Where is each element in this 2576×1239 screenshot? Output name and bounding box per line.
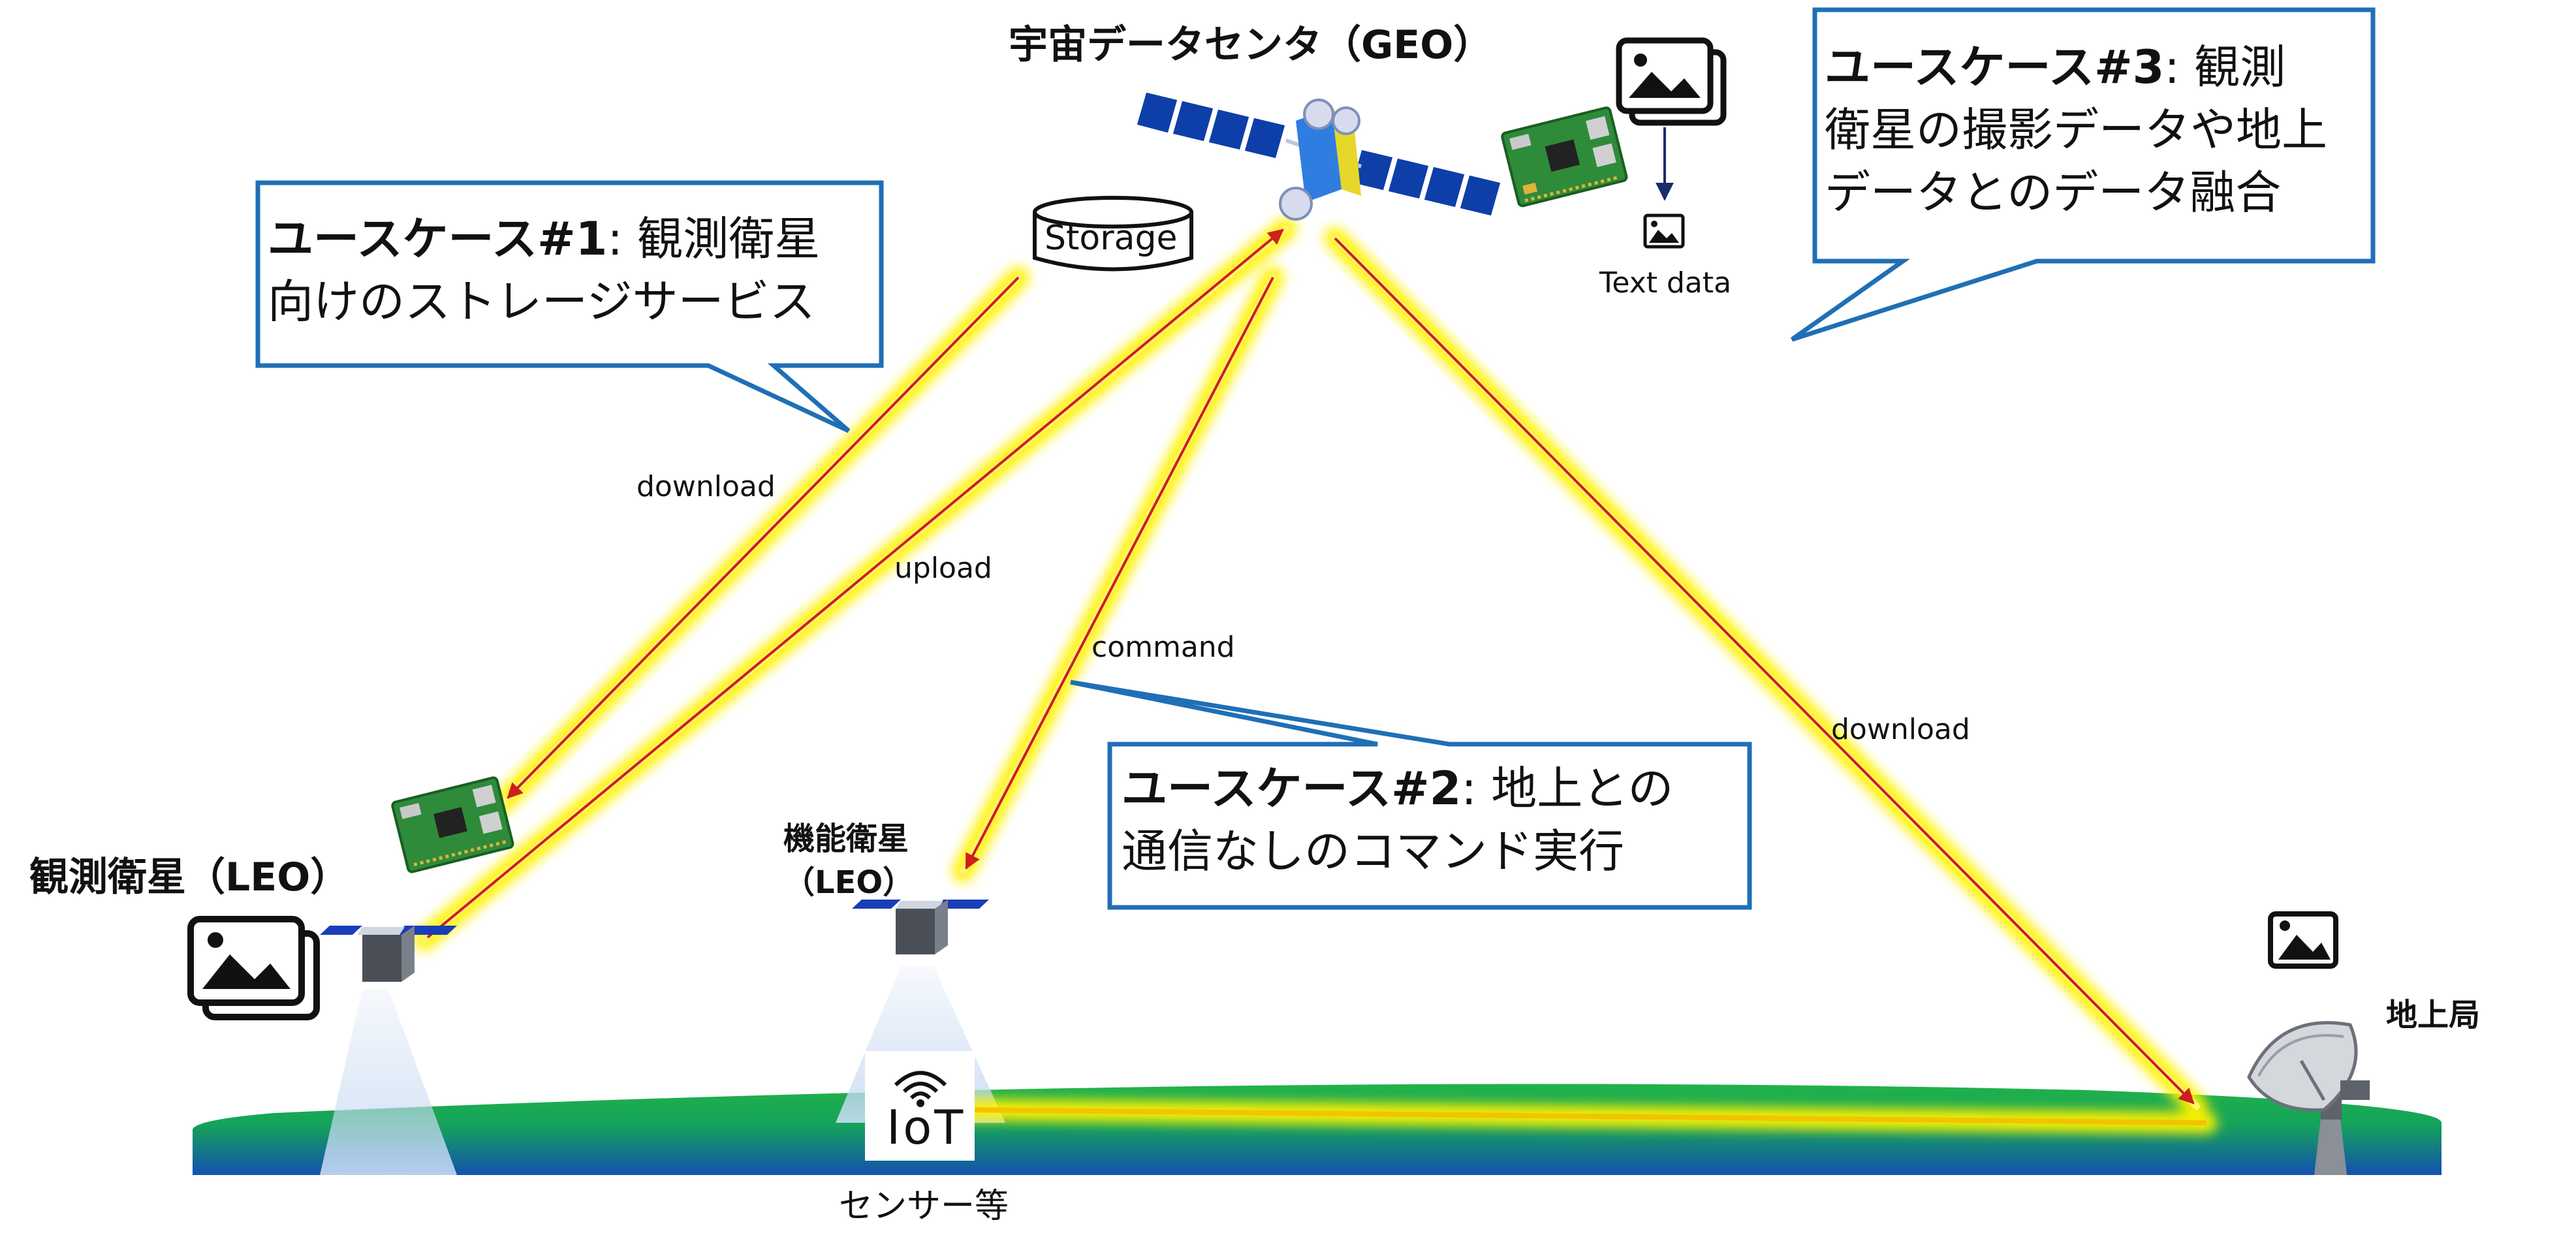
- callout-box-uc1: [255, 180, 884, 433]
- callout-uc3-line3: データとのデータ融合: [1825, 166, 2282, 219]
- storage-label: Storage: [1045, 219, 1178, 258]
- callout-uc3-line2: 衛星の撮影データや地上: [1825, 103, 2327, 157]
- link-upload: [426, 228, 1284, 939]
- geo-title: 宇宙データセンタ（GEO）: [1009, 22, 1493, 68]
- link-download-leo: [507, 276, 1020, 799]
- callout-uc2-line2: 通信なしのコマンド実行: [1122, 824, 1624, 878]
- callout-uc1-title: ユースケース#1: [268, 212, 608, 266]
- parabolic-antenna-icon: [2247, 1021, 2370, 1175]
- ground-station-label: 地上局: [2386, 997, 2481, 1033]
- leo-func-subtitle: （LEO）: [783, 864, 915, 901]
- link-label-download-leo: download: [636, 470, 776, 503]
- cube-satellite-icon-obs: [320, 926, 457, 982]
- image-icon-geo: [1616, 37, 1727, 126]
- circuit-board-icon-leo: [391, 776, 514, 873]
- observation-beam-leo-obs: [320, 989, 457, 1175]
- image-icon-small: [1643, 213, 1685, 249]
- callout-uc3-line1: : 観測: [2164, 40, 2286, 94]
- callout-uc3-title: ユースケース#3: [1825, 40, 2165, 94]
- link-label-upload: upload: [894, 552, 992, 585]
- iot-wireless-icon: [865, 1051, 975, 1161]
- satellite-icon: [1135, 90, 1503, 221]
- earth-band: [193, 1084, 2442, 1175]
- cube-satellite-icon-func: [852, 900, 989, 954]
- circuit-board-icon: [1501, 106, 1628, 208]
- text-data-label: Text data: [1599, 266, 1732, 300]
- callout-uc2-title: ユースケース#2: [1122, 762, 1462, 815]
- link-label-command: command: [1092, 631, 1235, 664]
- storage-icon: [1033, 196, 1193, 272]
- callout-uc1-line1: : 観測衛星: [607, 212, 821, 266]
- sensor-label: センサー等: [839, 1187, 1009, 1226]
- leo-obs-title: 観測衛星（LEO）: [29, 855, 350, 900]
- callout-uc2-line1: : 地上との: [1461, 762, 1674, 815]
- leo-func-title: 機能衛星: [783, 821, 909, 857]
- image-icon-leo: [187, 916, 320, 1020]
- callout-box-uc2: [1070, 680, 1752, 910]
- callout-text-uc2: ユースケース#2: 地上との 通信なしのコマンド実行: [1122, 757, 1674, 883]
- link-label-download-ground: download: [1831, 713, 1970, 746]
- ground-link-line: [966, 1107, 2207, 1125]
- callout-text-uc1: ユースケース#1: 観測衛星 向けのストレージサービス: [268, 208, 820, 333]
- iot-text: IoT: [887, 1100, 966, 1155]
- callout-text-uc3: ユースケース#3: 観測 衛星の撮影データや地上 データとのデータ融合: [1825, 36, 2327, 224]
- image-icon-ground: [2268, 911, 2338, 969]
- callout-box-uc3: [1790, 7, 2376, 342]
- callout-uc1-line2: 向けのストレージサービス: [268, 275, 815, 328]
- link-command: [965, 277, 1274, 870]
- link-download-ground: [1334, 237, 2195, 1105]
